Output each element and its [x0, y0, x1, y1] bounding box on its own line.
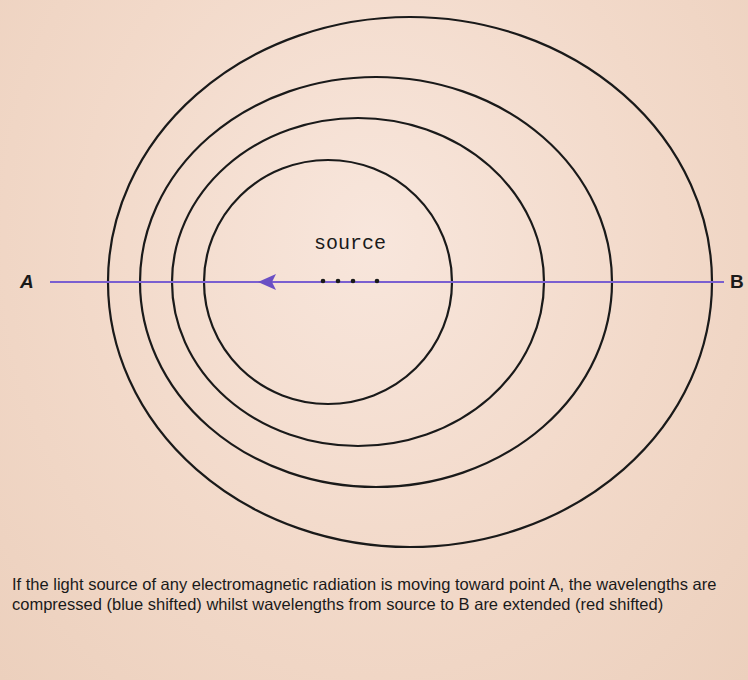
point-label: B	[730, 271, 744, 293]
caption-text: If the light source of any electromagnet…	[12, 574, 738, 614]
source-dot	[351, 279, 356, 284]
source-dot	[375, 279, 380, 284]
motion-line	[50, 281, 724, 283]
source-dot	[336, 279, 341, 284]
source-label: source	[314, 232, 386, 255]
point-label: A	[20, 271, 34, 293]
source-dot	[321, 279, 326, 284]
motion-arrowhead	[258, 274, 276, 290]
